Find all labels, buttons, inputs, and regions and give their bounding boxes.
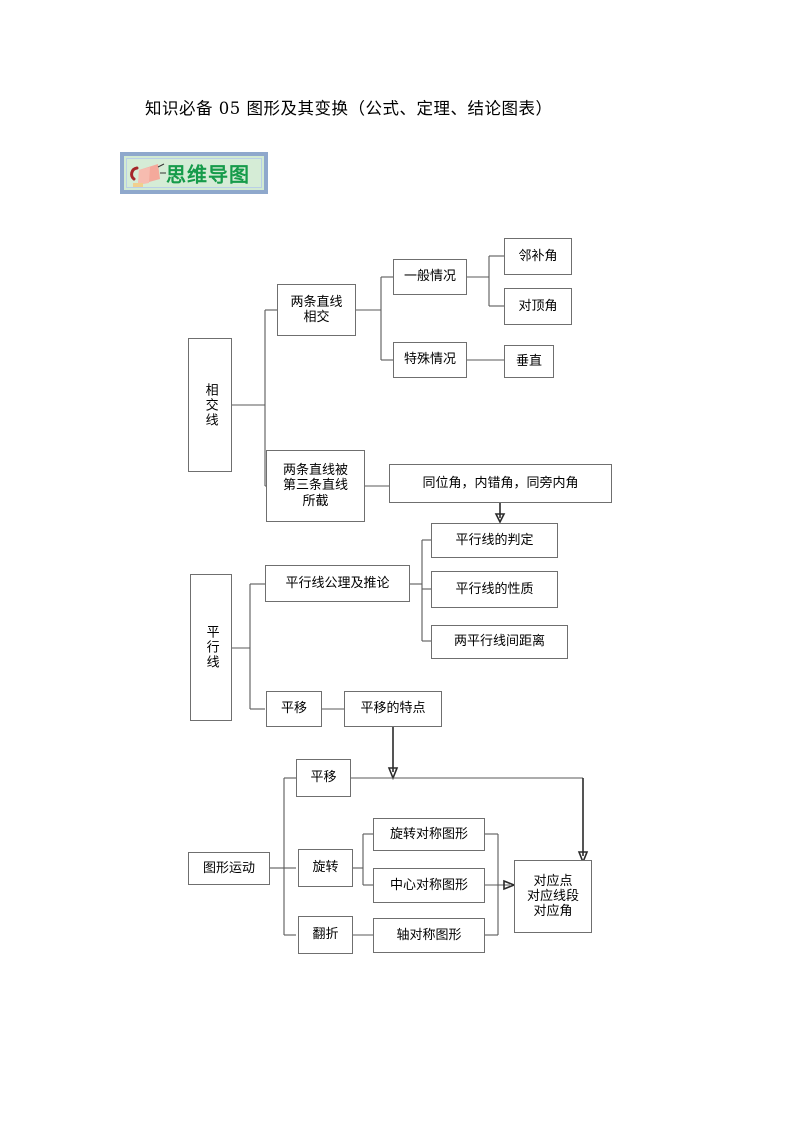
- node-angle-types[interactable]: 同位角，内错角，同旁内角: [389, 464, 612, 503]
- node-motion-folding[interactable]: 翻折: [298, 916, 353, 954]
- node-motion-translation[interactable]: 平移: [296, 759, 351, 797]
- node-vertical-angles[interactable]: 对顶角: [504, 288, 572, 325]
- node-parallel-determination[interactable]: 平行线的判定: [431, 523, 558, 558]
- megaphone-icon: [130, 163, 166, 187]
- node-cut-by-third-line[interactable]: 两条直线被 第三条直线 所截: [266, 450, 365, 522]
- node-axial-symmetry-figure[interactable]: 轴对称图形: [373, 918, 485, 953]
- node-distance-between-parallels[interactable]: 两平行线间距离: [431, 625, 568, 659]
- node-general-case[interactable]: 一般情况: [393, 259, 467, 295]
- mindmap-badge: 思维导图: [120, 152, 268, 194]
- node-parallel-lines[interactable]: 平行线: [190, 574, 232, 721]
- node-parallel-properties[interactable]: 平行线的性质: [431, 571, 558, 608]
- node-figure-motion[interactable]: 图形运动: [188, 852, 270, 885]
- node-two-lines-intersect[interactable]: 两条直线 相交: [277, 284, 356, 336]
- node-motion-rotation[interactable]: 旋转: [298, 849, 353, 887]
- node-perpendicular[interactable]: 垂直: [504, 345, 554, 378]
- node-central-symmetry-figure[interactable]: 中心对称图形: [373, 868, 485, 903]
- badge-label: 思维导图: [166, 162, 250, 187]
- node-parallel-axiom-corollary[interactable]: 平行线公理及推论: [265, 565, 410, 602]
- node-rotational-symmetry-figure[interactable]: 旋转对称图形: [373, 818, 485, 851]
- node-adjacent-supplementary-angles[interactable]: 邻补角: [504, 238, 572, 275]
- node-intersecting-lines[interactable]: 相交线: [188, 338, 232, 472]
- node-translation-features[interactable]: 平移的特点: [344, 691, 442, 727]
- page-title: 知识必备 05 图形及其变换（公式、定理、结论图表）: [145, 99, 553, 118]
- node-translation-parallel[interactable]: 平移: [266, 691, 322, 727]
- node-correspondences[interactable]: 对应点 对应线段 对应角: [514, 860, 592, 933]
- node-special-case[interactable]: 特殊情况: [393, 342, 467, 378]
